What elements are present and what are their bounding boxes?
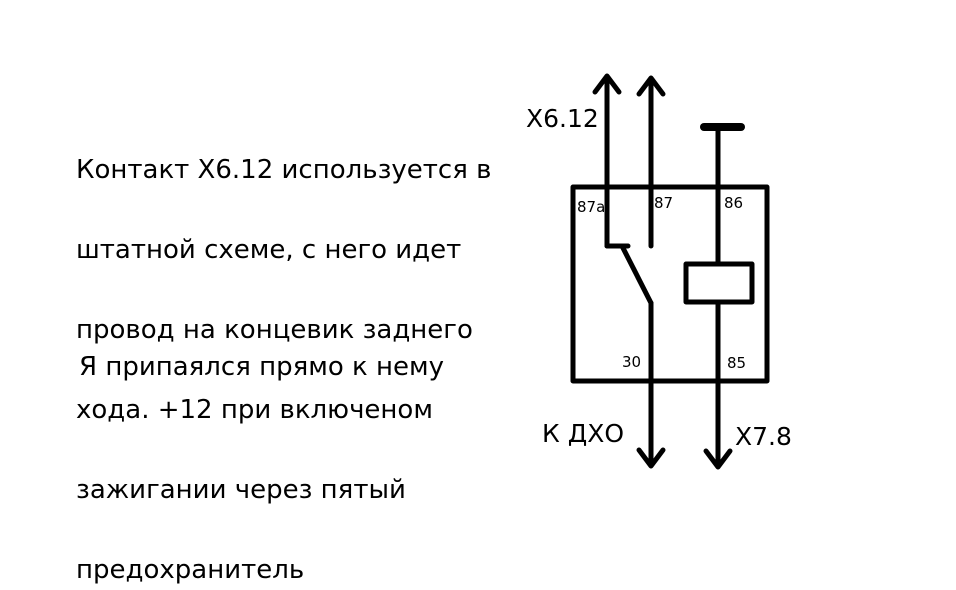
arrow-87a-up-icon: [592, 73, 622, 95]
description-line: предохранитель: [76, 555, 305, 585]
relay-coil: [683, 261, 755, 305]
wire-label-x6-12: Х6.12: [526, 104, 599, 133]
description-line: хода. +12 при включеном: [76, 395, 433, 425]
description-line: зажигании через пятый: [76, 475, 406, 505]
relay-box: [570, 184, 770, 384]
arrow-85-down-icon: [703, 448, 733, 470]
pin-label-86: 86: [724, 194, 743, 212]
description-line: штатной схеме, с него идет: [76, 235, 462, 265]
switch-blade: [619, 243, 654, 306]
pin-label-85: 85: [727, 354, 746, 372]
description-line: провод на концевик заднего: [76, 315, 473, 345]
pin-label-30: 30: [622, 353, 641, 371]
description-line: Контакт Х6.12 используется в: [76, 155, 492, 185]
pin-label-87a: 87a: [577, 198, 605, 216]
pin-label-87: 87: [654, 194, 673, 212]
arrow-87-up-icon: [636, 75, 666, 97]
relay-schematic: 87a 87 86 30 85 Х6.12 К ДХО Х7.8: [526, 73, 792, 470]
solder-note: Я припаялся прямо к нему: [79, 352, 445, 382]
wire-label-k-dho: К ДХО: [542, 419, 624, 448]
arrow-30-down-icon: [636, 447, 666, 469]
wire-label-x7-8: Х7.8: [735, 422, 792, 451]
